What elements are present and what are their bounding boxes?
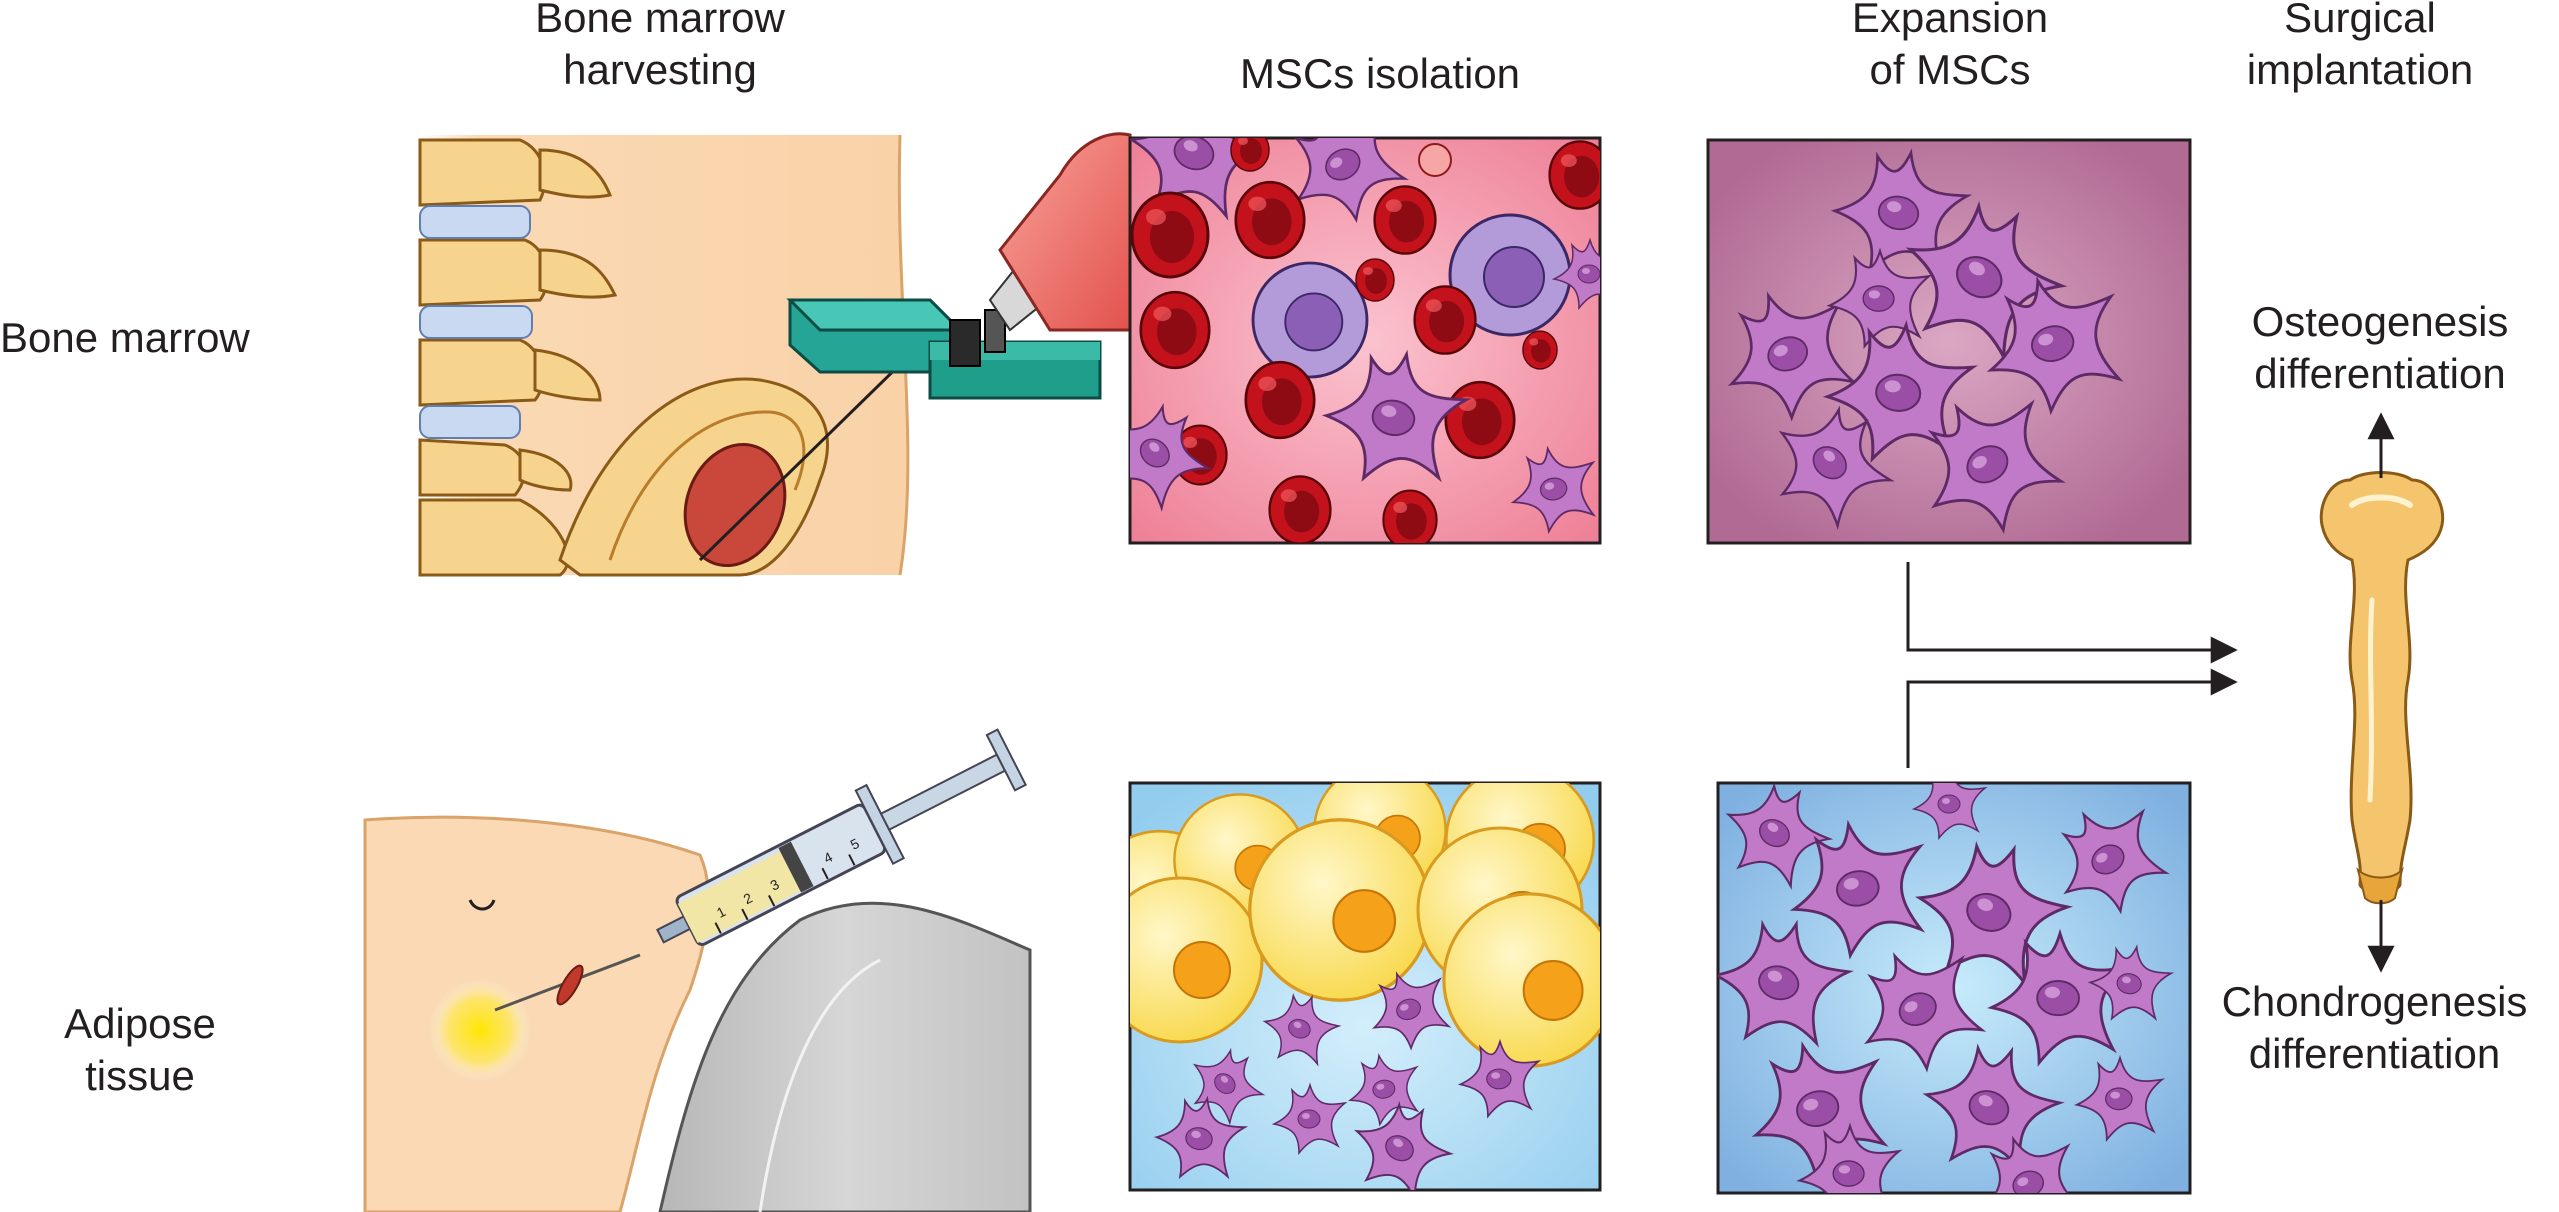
- adipose-expansion-panel: [1716, 781, 2192, 1195]
- header-line: harvesting: [563, 46, 757, 93]
- header-line: implantation: [2246, 46, 2474, 93]
- header-line: of MSCs: [1869, 46, 2031, 93]
- adipose-isolation-panel: [1128, 781, 1602, 1192]
- row-label-adipose: Adipose tissue: [20, 998, 260, 1102]
- column-header-harvesting: Bone marrow harvesting: [470, 0, 850, 96]
- outcome-line: Chondrogenesis: [2221, 978, 2528, 1025]
- outcome-line: Osteogenesis: [2251, 298, 2509, 345]
- bone-marrow-expansion-panel: [1706, 138, 2192, 555]
- adipose-harvest-illustration: 1 2 3 4 5: [363, 728, 1032, 1212]
- row-label-bone-marrow: Bone marrow: [0, 312, 250, 364]
- header-line: Expansion: [1851, 0, 2049, 41]
- header-line: MSCs isolation: [1239, 50, 1521, 97]
- row-line: Bone marrow: [0, 314, 250, 361]
- bone-marrow-harvest-illustration: [418, 132, 1132, 577]
- implanted-bone-illustration: [2319, 471, 2445, 905]
- column-header-implantation: Surgical implantation: [2210, 0, 2510, 96]
- row-line: tissue: [85, 1052, 195, 1099]
- header-line: Surgical: [2284, 0, 2436, 41]
- header-line: Bone marrow: [535, 0, 785, 41]
- merge-arrows: [1906, 562, 2238, 768]
- row-line: Adipose: [64, 1000, 216, 1047]
- outcome-osteogenesis: Osteogenesis differentiation: [2210, 296, 2550, 400]
- bone-marrow-isolation-panel: [1128, 136, 1602, 545]
- column-header-expansion: Expansion of MSCs: [1800, 0, 2100, 96]
- outcome-chondrogenesis: Chondrogenesis differentiation: [2190, 976, 2559, 1080]
- column-header-isolation: MSCs isolation: [1170, 48, 1590, 100]
- outcome-line: differentiation: [2254, 350, 2506, 397]
- outcome-line: differentiation: [2248, 1030, 2501, 1077]
